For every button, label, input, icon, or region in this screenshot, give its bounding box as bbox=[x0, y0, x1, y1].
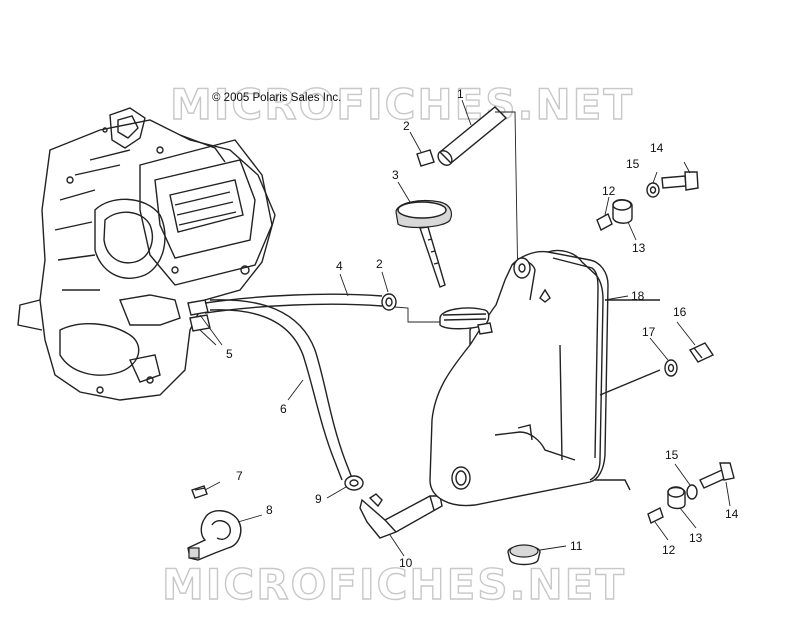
callout-9: 9 bbox=[315, 492, 322, 506]
engine-fittings bbox=[187, 299, 223, 346]
callout-7: 7 bbox=[236, 469, 243, 483]
screw-7 bbox=[191, 485, 208, 499]
fitting-16 bbox=[688, 342, 715, 363]
filler-cap-3 bbox=[395, 200, 452, 288]
mounting-hardware-bottom bbox=[647, 462, 735, 524]
callout-18: 18 bbox=[631, 289, 645, 303]
callout-numbers: 1 2 3 4 2 5 6 7 8 9 10 11 12 13 14 15 16… bbox=[226, 87, 739, 570]
vent-tube-1 bbox=[437, 106, 519, 291]
callout-8: 8 bbox=[266, 503, 273, 517]
clamp-9 bbox=[344, 475, 364, 491]
watermark-top: MICROFICHES.NET bbox=[169, 79, 634, 129]
watermark-bottom: MICROFICHES.NET bbox=[161, 559, 626, 609]
hose-6 bbox=[209, 299, 353, 479]
drain-plug-11 bbox=[507, 544, 541, 566]
callout-13-bottom: 13 bbox=[689, 531, 703, 545]
callout-10: 10 bbox=[399, 556, 413, 570]
elbow-fitting-10 bbox=[359, 493, 443, 539]
callout-2-top: 2 bbox=[403, 119, 410, 133]
callout-16: 16 bbox=[673, 305, 687, 319]
callout-15-bottom: 15 bbox=[665, 448, 679, 462]
callout-4: 4 bbox=[336, 259, 343, 273]
callout-2-hose: 2 bbox=[376, 257, 383, 271]
callout-17: 17 bbox=[642, 325, 656, 339]
callout-12-bottom: 12 bbox=[662, 543, 676, 557]
callout-12-top: 12 bbox=[602, 184, 616, 198]
clamp-8 bbox=[187, 510, 242, 561]
hose-4 bbox=[204, 293, 383, 304]
callout-6: 6 bbox=[280, 402, 287, 416]
callout-3: 3 bbox=[392, 168, 399, 182]
engine-assembly bbox=[17, 107, 276, 401]
callout-5: 5 bbox=[226, 347, 233, 361]
oil-tank-18 bbox=[429, 249, 661, 507]
callout-1: 1 bbox=[457, 87, 464, 101]
copyright-notice: © 2005 Polaris Sales Inc. bbox=[212, 92, 342, 104]
clamp-2-hose bbox=[381, 293, 397, 311]
mounting-hardware-top bbox=[596, 171, 699, 231]
fitting-2-top bbox=[416, 149, 435, 167]
callout-13-top: 13 bbox=[632, 241, 646, 255]
tank-filler-neck bbox=[439, 307, 493, 335]
callout-14-bottom: 14 bbox=[725, 507, 739, 521]
callout-15-top: 15 bbox=[626, 157, 640, 171]
leader-lines bbox=[204, 99, 731, 557]
washer-17 bbox=[664, 359, 678, 377]
callout-11: 11 bbox=[570, 539, 583, 553]
callout-14-top: 14 bbox=[650, 141, 664, 155]
